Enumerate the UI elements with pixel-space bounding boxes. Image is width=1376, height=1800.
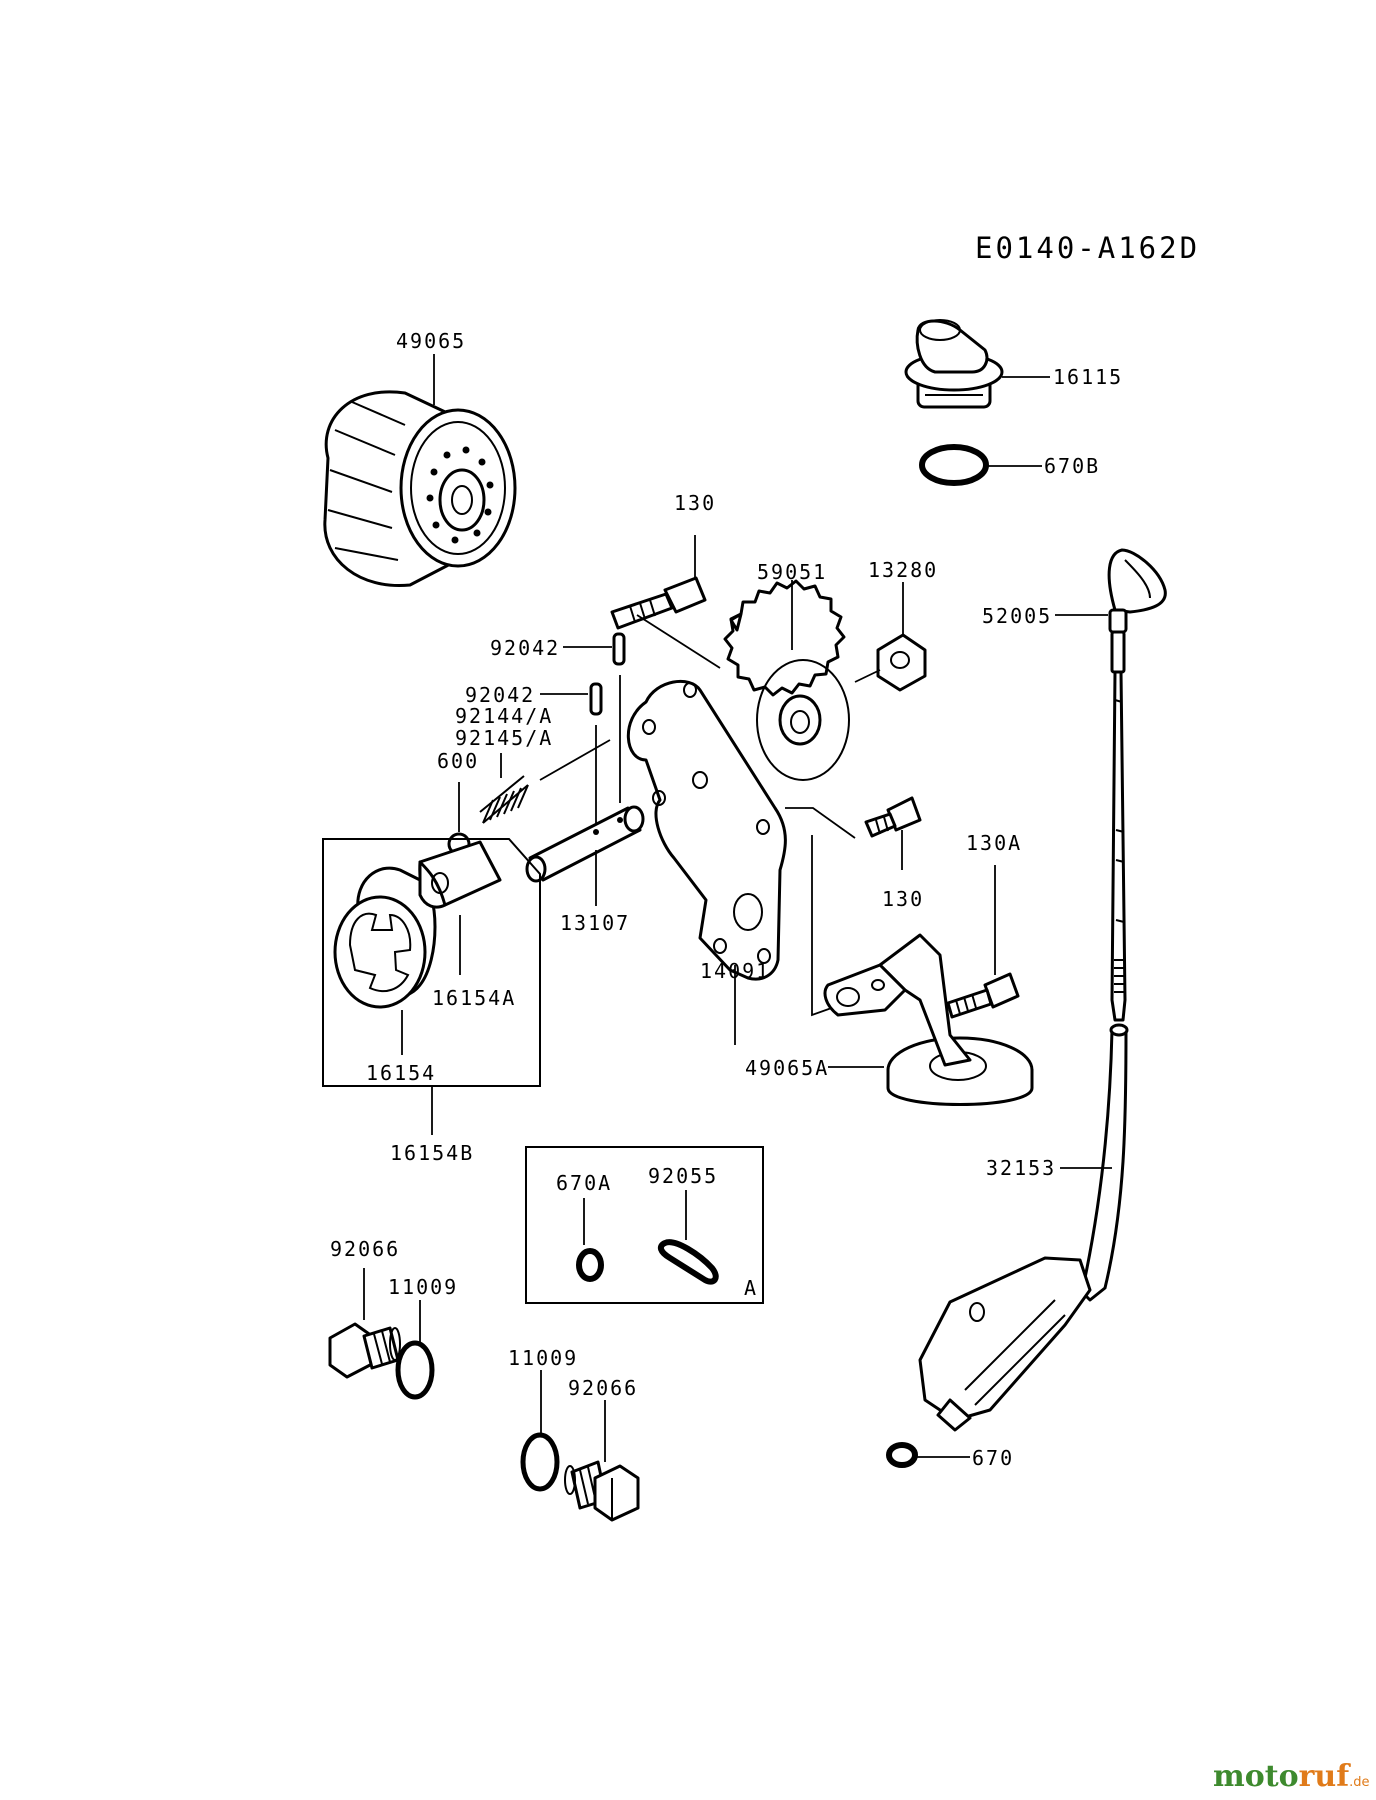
part-label-92144: 92144/A <box>455 704 553 728</box>
diagram-code: E0140-A162D <box>975 231 1200 265</box>
o-ring-670 <box>886 1442 918 1468</box>
oil-strainer-drawing <box>823 933 1034 1106</box>
washer-11009-a <box>395 1340 435 1400</box>
part-label-130-top: 130 <box>674 491 716 515</box>
oil-pump-gear-drawing <box>723 579 850 781</box>
part-label-92042-a: 92042 <box>490 636 560 660</box>
dipstick-drawing <box>1107 548 1167 1022</box>
outer-rotor-drawing <box>333 866 437 1009</box>
part-label-16154A: 16154A <box>432 986 516 1010</box>
oil-filler-cap-drawing <box>904 319 1004 409</box>
pump-cover-drawing <box>626 680 787 981</box>
part-label-16154B: 16154B <box>390 1141 474 1165</box>
washer-11009-b <box>520 1432 560 1492</box>
nut-13280-drawing <box>876 633 927 692</box>
watermark-part1: moto <box>1213 1759 1299 1794</box>
part-label-92066-b: 92066 <box>568 1376 638 1400</box>
relief-spring-drawing <box>479 775 529 824</box>
part-label-11009-b: 11009 <box>508 1346 578 1370</box>
inner-rotor-drawing <box>418 840 502 909</box>
pin-92042-a-drawing <box>612 632 626 666</box>
oil-filter-drawing <box>323 390 517 588</box>
kit-A-label: A <box>744 1276 758 1300</box>
part-label-14091: 14091 <box>700 959 770 983</box>
part-label-600: 600 <box>437 749 479 773</box>
watermark-part2: ruf <box>1299 1759 1352 1794</box>
part-label-130-mid: 130 <box>882 887 924 911</box>
part-label-32153: 32153 <box>986 1156 1056 1180</box>
part-label-670A: 670A <box>556 1171 612 1195</box>
part-label-92145: 92145/A <box>455 726 553 750</box>
gauge-pipe-drawing <box>918 1023 1129 1432</box>
part-label-16154: 16154 <box>366 1061 436 1085</box>
part-label-670B: 670B <box>1044 454 1100 478</box>
part-label-49065: 49065 <box>396 329 466 353</box>
kit-A-frame <box>525 1146 764 1304</box>
watermark-logo: motoruf.de <box>1213 1759 1370 1794</box>
bolt-130-top-drawing <box>610 576 707 630</box>
part-label-670: 670 <box>972 1446 1014 1470</box>
part-label-59051: 59051 <box>757 560 827 584</box>
drain-plug-92066-a-drawing <box>328 1322 401 1379</box>
part-label-92042-b: 92042 <box>465 683 535 707</box>
part-label-92066-a: 92066 <box>330 1237 400 1261</box>
o-ring-670B <box>919 444 989 486</box>
bolt-130A-drawing <box>946 972 1020 1019</box>
watermark-suffix: .de <box>1349 1775 1369 1790</box>
part-label-13280: 13280 <box>868 558 938 582</box>
part-label-13107: 13107 <box>560 911 630 935</box>
bolt-130-mid-drawing <box>864 796 922 838</box>
rotor-set-frame <box>322 838 541 1087</box>
part-label-52005: 52005 <box>982 604 1052 628</box>
part-label-92055: 92055 <box>648 1164 718 1188</box>
drain-plug-92066-b-drawing <box>564 1460 640 1522</box>
pin-92042-b-drawing <box>589 682 603 716</box>
pump-shaft-drawing <box>525 805 645 883</box>
part-label-49065A: 49065A <box>745 1056 829 1080</box>
o-ring-670A <box>576 1248 604 1282</box>
part-label-16115: 16115 <box>1053 365 1123 389</box>
gasket-92055 <box>657 1239 719 1285</box>
part-label-130A: 130A <box>966 831 1022 855</box>
part-label-11009-a: 11009 <box>388 1275 458 1299</box>
